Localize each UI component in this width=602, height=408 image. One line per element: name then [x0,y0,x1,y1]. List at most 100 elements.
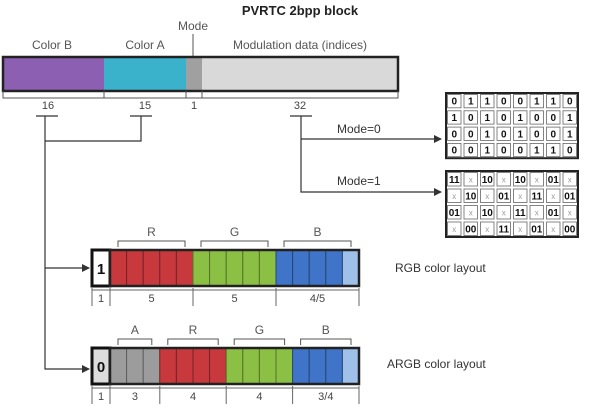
argb-bit-cell [142,347,161,385]
mode0-cell [562,110,577,125]
mode0-frame [445,92,579,160]
rgb-lead-bit: 1 [97,261,105,278]
modulation-label: Modulation data (indices) [233,38,367,52]
mode1-cell [546,188,561,203]
argb-group-name: G [255,323,264,337]
mode-bits: 1 [191,100,197,112]
mode0-cell-value: 1 [484,113,490,124]
color-b-segment [3,57,104,91]
mode0-cell-value: 0 [534,129,540,140]
mode0-cell [496,126,511,141]
mode1-cell [562,188,577,203]
mode0-cell [513,94,528,109]
rgb-bit-cell [242,249,260,287]
mode0-cell-value: 0 [451,97,457,108]
mode0-cell [480,142,495,158]
mode0-cell-value: 1 [484,146,490,157]
mode0-cell [447,94,462,109]
mode0-cell [480,126,495,141]
mode1-cell [513,205,528,220]
mode0-cell [496,142,511,158]
mode1-cell [513,221,528,236]
mode1-cell-value: 01 [449,208,461,219]
mode1-cell-value: 10 [482,175,494,186]
mode1-cell [463,188,478,203]
argb-bit-cell [275,347,294,385]
mode1-cell [546,172,561,187]
mode0-cell [546,110,561,125]
mode0-cell-value: 1 [550,97,556,108]
mode0-cell [480,94,495,109]
mode0-cell-value: 0 [451,146,457,157]
mode0-cell [496,94,511,109]
rgb-bit-cell [325,249,343,287]
argb-connector [44,116,90,373]
mode0-cell [447,110,462,125]
mode1-cell [480,172,495,187]
mode1-cell-value: 10 [482,208,494,219]
argb-bit-cell [159,347,177,385]
mode0-cell [562,94,577,109]
rgb-group-name: G [230,225,239,239]
mode0-cell [513,126,528,141]
mode0-cell [447,142,462,158]
mode1-cell-value: 11 [449,175,460,186]
mode1-cell [546,221,561,236]
mode0-cell-value: 0 [501,129,507,140]
rgb-bit-cell [192,249,211,287]
mode0-cell-value: 0 [534,113,540,124]
mode0-cell [529,126,544,141]
mode1-cell [562,221,577,236]
rgb-group-bracket [117,240,186,247]
mode0-cell [463,110,478,125]
color-a-connector [45,116,142,142]
diagram-title: PVRTC 2bpp block [242,3,359,18]
mode1-cell-value: x [502,175,506,184]
mode0-cell-value: 1 [567,113,573,124]
argb-lead-bit: 0 [97,359,105,376]
argb-group-bits: 4 [190,391,196,403]
mode0-cell-value: 0 [468,146,474,157]
mode0-cell [463,142,478,158]
mode1-cell-value: 01 [548,208,560,219]
rgb-group-bracket [283,240,352,247]
mode-label: Mode [178,19,208,33]
mode1-cell-value: x [469,208,473,217]
color-a-segment [104,57,186,91]
mode0-cell [463,126,478,141]
mode0-cell-value: 0 [517,97,523,108]
mode-segment [186,57,202,91]
mode0-cell-value: 0 [501,113,507,124]
mode1-cell [496,188,511,203]
mode0-cell [447,126,462,141]
mode1-cell-value: 01 [498,191,510,202]
mode1-cell [496,172,511,187]
rgb-group-name: B [313,225,321,239]
mode1-cell [447,205,462,220]
mode1-cell [447,188,462,203]
mode0-cell [546,126,561,141]
mode0-label: Mode=0 [337,122,381,136]
rgb-bit-cell [275,249,294,287]
mode1-cell [463,221,478,236]
argb-group-bracket [117,338,153,345]
mode1-label: Mode=1 [337,174,381,188]
mode1-cell-value: x [535,208,539,217]
argb-layout-label: ARGB color layout [387,357,486,371]
mode0-cell-value: 1 [484,129,490,140]
mode1-cell-value: x [535,175,539,184]
argb-bit-cell [209,347,227,385]
rgb-layout-label: RGB color layout [395,261,486,275]
mode0-cell [513,142,528,158]
rgb-bit-cell [292,249,310,287]
rgb-bit-cell [209,249,227,287]
rgb-bit-cell [142,249,161,287]
mode1-cell-value: 01 [564,191,576,202]
mode1-cell [529,172,544,187]
rgb-bit-cell [225,249,244,287]
argb-bit-cell [175,347,194,385]
